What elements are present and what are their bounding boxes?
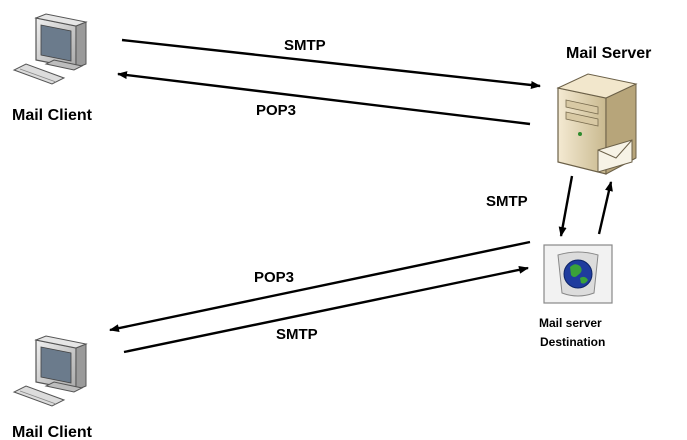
destination-label-line2: Destination [540, 335, 605, 349]
edge-label-smtp-top: SMTP [284, 37, 326, 54]
arrow-smtp-top [121, 38, 541, 89]
mail-server-label: Mail Server [566, 45, 651, 62]
edge-label-smtp-bottom: SMTP [276, 326, 318, 343]
mail-server: Mail Server [556, 45, 651, 175]
desktop-computer-icon [12, 335, 88, 407]
edge-label-pop3-top: POP3 [256, 102, 296, 119]
arrow-smtp-down [558, 175, 574, 237]
mail-client-bottom-label: Mail Client [12, 424, 93, 440]
destination-label-line1: Mail server [539, 316, 602, 330]
edge-client-top-to-server: SMTP [121, 37, 541, 89]
mail-client-bottom: Mail Client [12, 335, 93, 440]
arrow-pop3-bottom [109, 240, 531, 333]
globe-document-icon [543, 244, 613, 304]
mail-server-destination: Mail server Destination [539, 244, 613, 349]
edge-label-pop3-bottom: POP3 [254, 269, 294, 286]
edge-destination-to-server [597, 181, 613, 235]
edge-client-bottom-to-destination: SMTP [123, 265, 529, 354]
arrow-smtp-bottom [123, 265, 529, 354]
edge-server-to-destination: SMTP [486, 175, 574, 237]
edge-label-smtp-middle: SMTP [486, 193, 528, 210]
edge-server-to-client-top: POP3 [117, 71, 531, 126]
mail-client-top-label: Mail Client [12, 107, 93, 124]
server-tower-icon [556, 73, 638, 175]
edge-destination-to-client-bottom: POP3 [109, 240, 531, 333]
desktop-computer-icon [12, 13, 88, 85]
mail-client-top: Mail Client [12, 13, 93, 124]
arrow-up-to-server [597, 181, 613, 235]
arrow-pop3-top [117, 71, 531, 126]
